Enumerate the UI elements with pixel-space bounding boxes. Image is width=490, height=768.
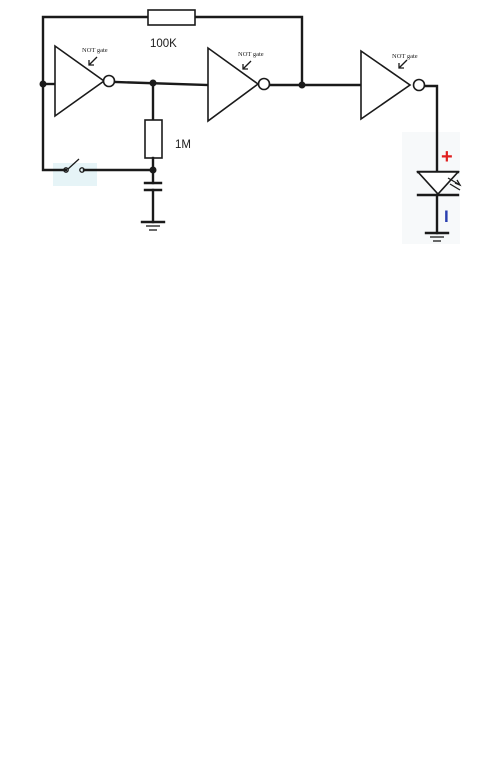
- feedback-resistor: [147, 9, 196, 26]
- junction-dot: [298, 81, 306, 89]
- led-minus-label: I: [444, 207, 449, 226]
- not-gate-2-label: NOT gate: [238, 51, 264, 58]
- not-gate-2: NOT gate: [207, 46, 271, 123]
- led-plus-label: +: [441, 146, 453, 168]
- not-gate-1-label: NOT gate: [82, 47, 108, 54]
- junction-dot: [149, 166, 157, 174]
- junction-dot: [39, 80, 47, 88]
- feedback-resistor-label: 100K: [150, 38, 177, 50]
- not-gate-3-label: NOT gate: [392, 53, 418, 60]
- timing-resistor: [144, 119, 163, 159]
- led: [416, 170, 462, 235]
- not-gate-2-arrow-icon: [242, 60, 252, 70]
- feedback-wire: [41, 15, 150, 86]
- not-gate-1: NOT gate: [54, 44, 116, 118]
- not-gate-1-arrow-icon: [88, 56, 98, 66]
- ground-symbol-1: [140, 220, 166, 231]
- ground-symbol-2: [424, 231, 450, 242]
- led-panel-background: [402, 132, 460, 244]
- junction-dot: [149, 79, 157, 87]
- gate1-to-gate2-wire: [113, 80, 210, 87]
- capacitor: [143, 181, 163, 224]
- not-gate-3-arrow-icon: [398, 59, 408, 69]
- feedback-wire-right: [193, 15, 304, 86]
- not-gate-3: NOT gate: [360, 49, 426, 121]
- timing-resistor-label: 1M: [175, 139, 191, 151]
- switch-left-wire: [41, 82, 68, 172]
- switch-highlight: [53, 163, 97, 186]
- led-feed-wire: [423, 84, 439, 174]
